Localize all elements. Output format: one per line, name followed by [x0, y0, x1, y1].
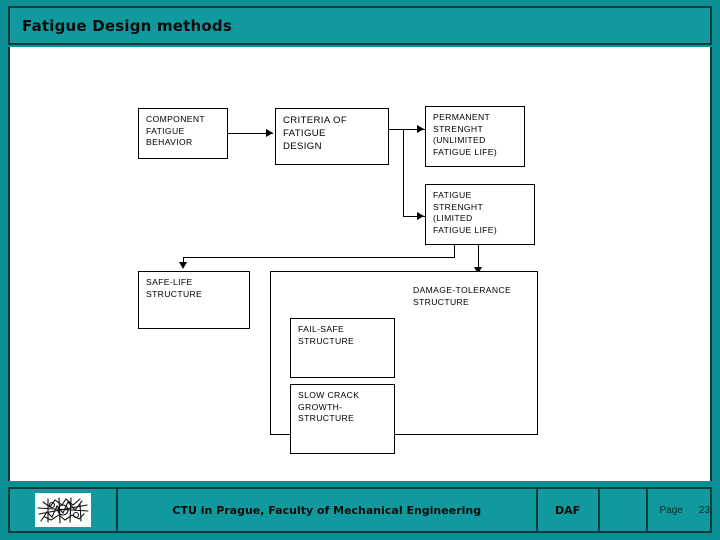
- diagram-box-component-fatigue-behavior: COMPONENT FATIGUE BEHAVIOR: [138, 108, 228, 159]
- slide-canvas: COMPONENT FATIGUE BEHAVIOR CRITERIA OF F…: [8, 47, 712, 481]
- diagram-group-label: DAMAGE-TOLERANCE STRUCTURE: [413, 285, 512, 307]
- footer-logo-cell: [10, 489, 118, 531]
- diagram-box-permanent-strenght: PERMANENT STRENGHT (UNLIMITED FATIGUE LI…: [425, 106, 525, 167]
- diagram-box-label: SAFE-LIFE STRUCTURE: [146, 277, 203, 299]
- connector-line: [403, 216, 425, 217]
- diagram-box-slow-crack-growth-structure: SLOW CRACK GROWTH- STRUCTURE: [290, 384, 395, 454]
- slide-title-bar: Fatigue Design methods: [8, 6, 712, 45]
- connector-arrow-icon: [474, 267, 482, 274]
- connector-line: [389, 129, 425, 130]
- footer-institution-cell: CTU in Prague, Faculty of Mechanical Eng…: [118, 489, 538, 531]
- footer-page-cell: Page 23: [648, 489, 710, 531]
- ctu-emblem-icon: [34, 493, 91, 527]
- connector-arrow-icon: [266, 129, 273, 137]
- connector-line: [228, 133, 273, 134]
- footer-page-word: Page: [659, 504, 683, 516]
- diagram-box-label: FATIGUE STRENGHT (LIMITED FATIGUE LIFE): [433, 190, 498, 235]
- connector-line: [478, 245, 479, 271]
- diagram-box-fail-safe-structure: FAIL-SAFE STRUCTURE: [290, 318, 395, 378]
- footer-institution-label: CTU in Prague, Faculty of Mechanical Eng…: [172, 503, 482, 517]
- footer-spacer-cell: [600, 489, 648, 531]
- diagram-box-label: CRITERIA OF FATIGUE DESIGN: [283, 115, 348, 152]
- connector-line: [183, 257, 184, 264]
- connector-arrow-icon: [179, 262, 187, 269]
- diagram-box-label: PERMANENT STRENGHT (UNLIMITED FATIGUE LI…: [433, 112, 498, 157]
- diagram-box-criteria-of-fatigue-design: CRITERIA OF FATIGUE DESIGN: [275, 108, 389, 165]
- connector-arrow-icon: [417, 212, 424, 220]
- slide-footer: CTU in Prague, Faculty of Mechanical Eng…: [8, 487, 712, 533]
- footer-page-number: 23: [698, 504, 710, 516]
- connector-line: [183, 257, 455, 258]
- diagram-box-safe-life-structure: SAFE-LIFE STRUCTURE: [138, 271, 250, 329]
- ctu-emblem-glyph: [34, 493, 91, 527]
- diagram-box-label: SLOW CRACK GROWTH- STRUCTURE: [298, 390, 360, 424]
- diagram-box-label: COMPONENT FATIGUE BEHAVIOR: [146, 114, 206, 148]
- diagram-box-fatigue-strenght: FATIGUE STRENGHT (LIMITED FATIGUE LIFE): [425, 184, 535, 245]
- footer-department-cell: DAF: [538, 489, 600, 531]
- connector-arrow-icon: [417, 125, 424, 133]
- page-title: Fatigue Design methods: [22, 16, 232, 35]
- connector-line: [454, 245, 455, 257]
- connector-line: [403, 129, 404, 216]
- footer-department-label: DAF: [554, 503, 581, 517]
- diagram-box-label: FAIL-SAFE STRUCTURE: [298, 324, 355, 346]
